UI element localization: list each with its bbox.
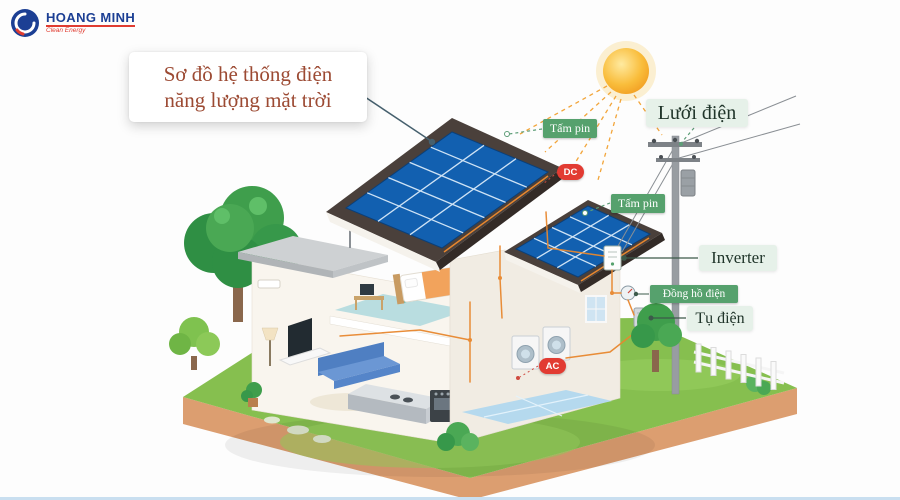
roof-left [326, 118, 566, 272]
brand-logo-icon [11, 9, 39, 37]
desk-computer [354, 284, 384, 310]
tree-right [631, 303, 682, 372]
meter-device [620, 285, 636, 301]
sofa [318, 342, 400, 389]
washing-machines [511, 326, 571, 370]
brand-name: HOANG MINH [46, 9, 136, 25]
label-dc-current: DC [557, 164, 584, 180]
label-solar-panel-right: Tấm pin [611, 194, 665, 213]
house-main-wing [241, 255, 506, 444]
brand-logo[interactable]: HOANG MINH Clean Energy [10, 8, 136, 38]
brand-divider [46, 25, 136, 28]
label-inverter: Inverter [699, 245, 777, 271]
tile-floor [462, 390, 612, 424]
diagram-title-line1: Sơ đồ hệ thống điện [163, 61, 333, 86]
bush-left [169, 317, 220, 370]
solar-panel-left [344, 131, 550, 253]
label-connectors [364, 96, 698, 380]
label-capacitor: Tụ điện [687, 306, 753, 331]
diagram-title-line2: năng lượng mặt trời [164, 88, 332, 112]
bed [392, 267, 458, 305]
fence [693, 343, 785, 390]
power-pole [617, 95, 801, 395]
sun-icon [596, 41, 656, 101]
inverter-device [603, 245, 622, 271]
label-solar-panel-left: Tấm pin [543, 119, 597, 138]
label-electric-meter: Đồng hồ điện [650, 285, 738, 303]
window [585, 295, 607, 323]
floor-lamp [261, 327, 279, 366]
bush-front [437, 422, 479, 451]
living-ac-unit [257, 279, 281, 289]
tv-stand [278, 347, 332, 366]
page-bottom-divider [0, 497, 900, 500]
oven [430, 390, 455, 422]
label-power-grid: Lưới điện [646, 99, 748, 127]
label-ac-current: AC [539, 358, 566, 374]
tv-screen [288, 318, 312, 362]
diagram-title: Sơ đồ hệ thống điện năng lượng mặt trời [129, 52, 367, 122]
plant [241, 382, 262, 407]
brand-tagline: Clean Energy [46, 27, 86, 35]
house-right-wing [449, 249, 621, 446]
